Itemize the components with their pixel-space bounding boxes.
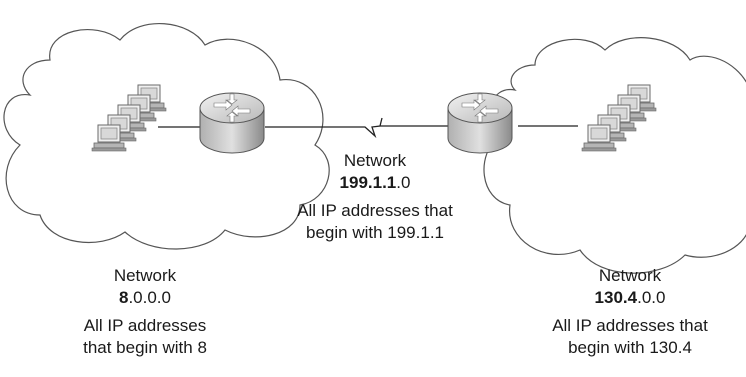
right-cloud: [483, 37, 746, 274]
network-title: Network: [113, 266, 177, 285]
left-cloud: [3, 22, 330, 250]
network-description: All IP addresses that begin with 130.4: [525, 315, 735, 359]
router-icon: [447, 92, 513, 154]
right-network-label: Network 130.4.0.0 All IP addresses that …: [525, 265, 735, 359]
network-address: 8.0.0.0: [45, 287, 245, 309]
network-address-suffix: .0.0.0: [128, 288, 171, 307]
description-line: All IP addresses: [83, 316, 207, 335]
left-network-label: Network 8.0.0.0 All IP addresses that be…: [45, 265, 245, 359]
network-address-prefix: 130.4: [594, 288, 638, 307]
network-title: Network: [598, 266, 662, 285]
network-title: Network: [343, 151, 407, 170]
description-line: begin with 130.4: [568, 338, 692, 357]
network-address: 130.4.0.0: [525, 287, 735, 309]
middle-network-label: Network 199.1.1.0 All IP addresses that …: [270, 150, 480, 244]
description-line: that begin with 8: [83, 338, 207, 357]
network-address-prefix: 8: [118, 288, 129, 307]
network-address-suffix: .0.0: [637, 288, 666, 307]
description-line: All IP addresses that: [552, 316, 708, 335]
network-description: All IP addresses that begin with 8: [45, 315, 245, 359]
network-address: 199.1.1.0: [270, 172, 480, 194]
serial-link-icon: [265, 117, 448, 139]
router-icon: [199, 92, 265, 154]
network-address-suffix: .0: [396, 173, 411, 192]
description-line: All IP addresses that: [297, 201, 453, 220]
network-description: All IP addresses that begin with 199.1.1: [270, 200, 480, 244]
description-line: begin with 199.1.1: [306, 223, 444, 242]
network-address-prefix: 199.1.1: [339, 173, 397, 192]
